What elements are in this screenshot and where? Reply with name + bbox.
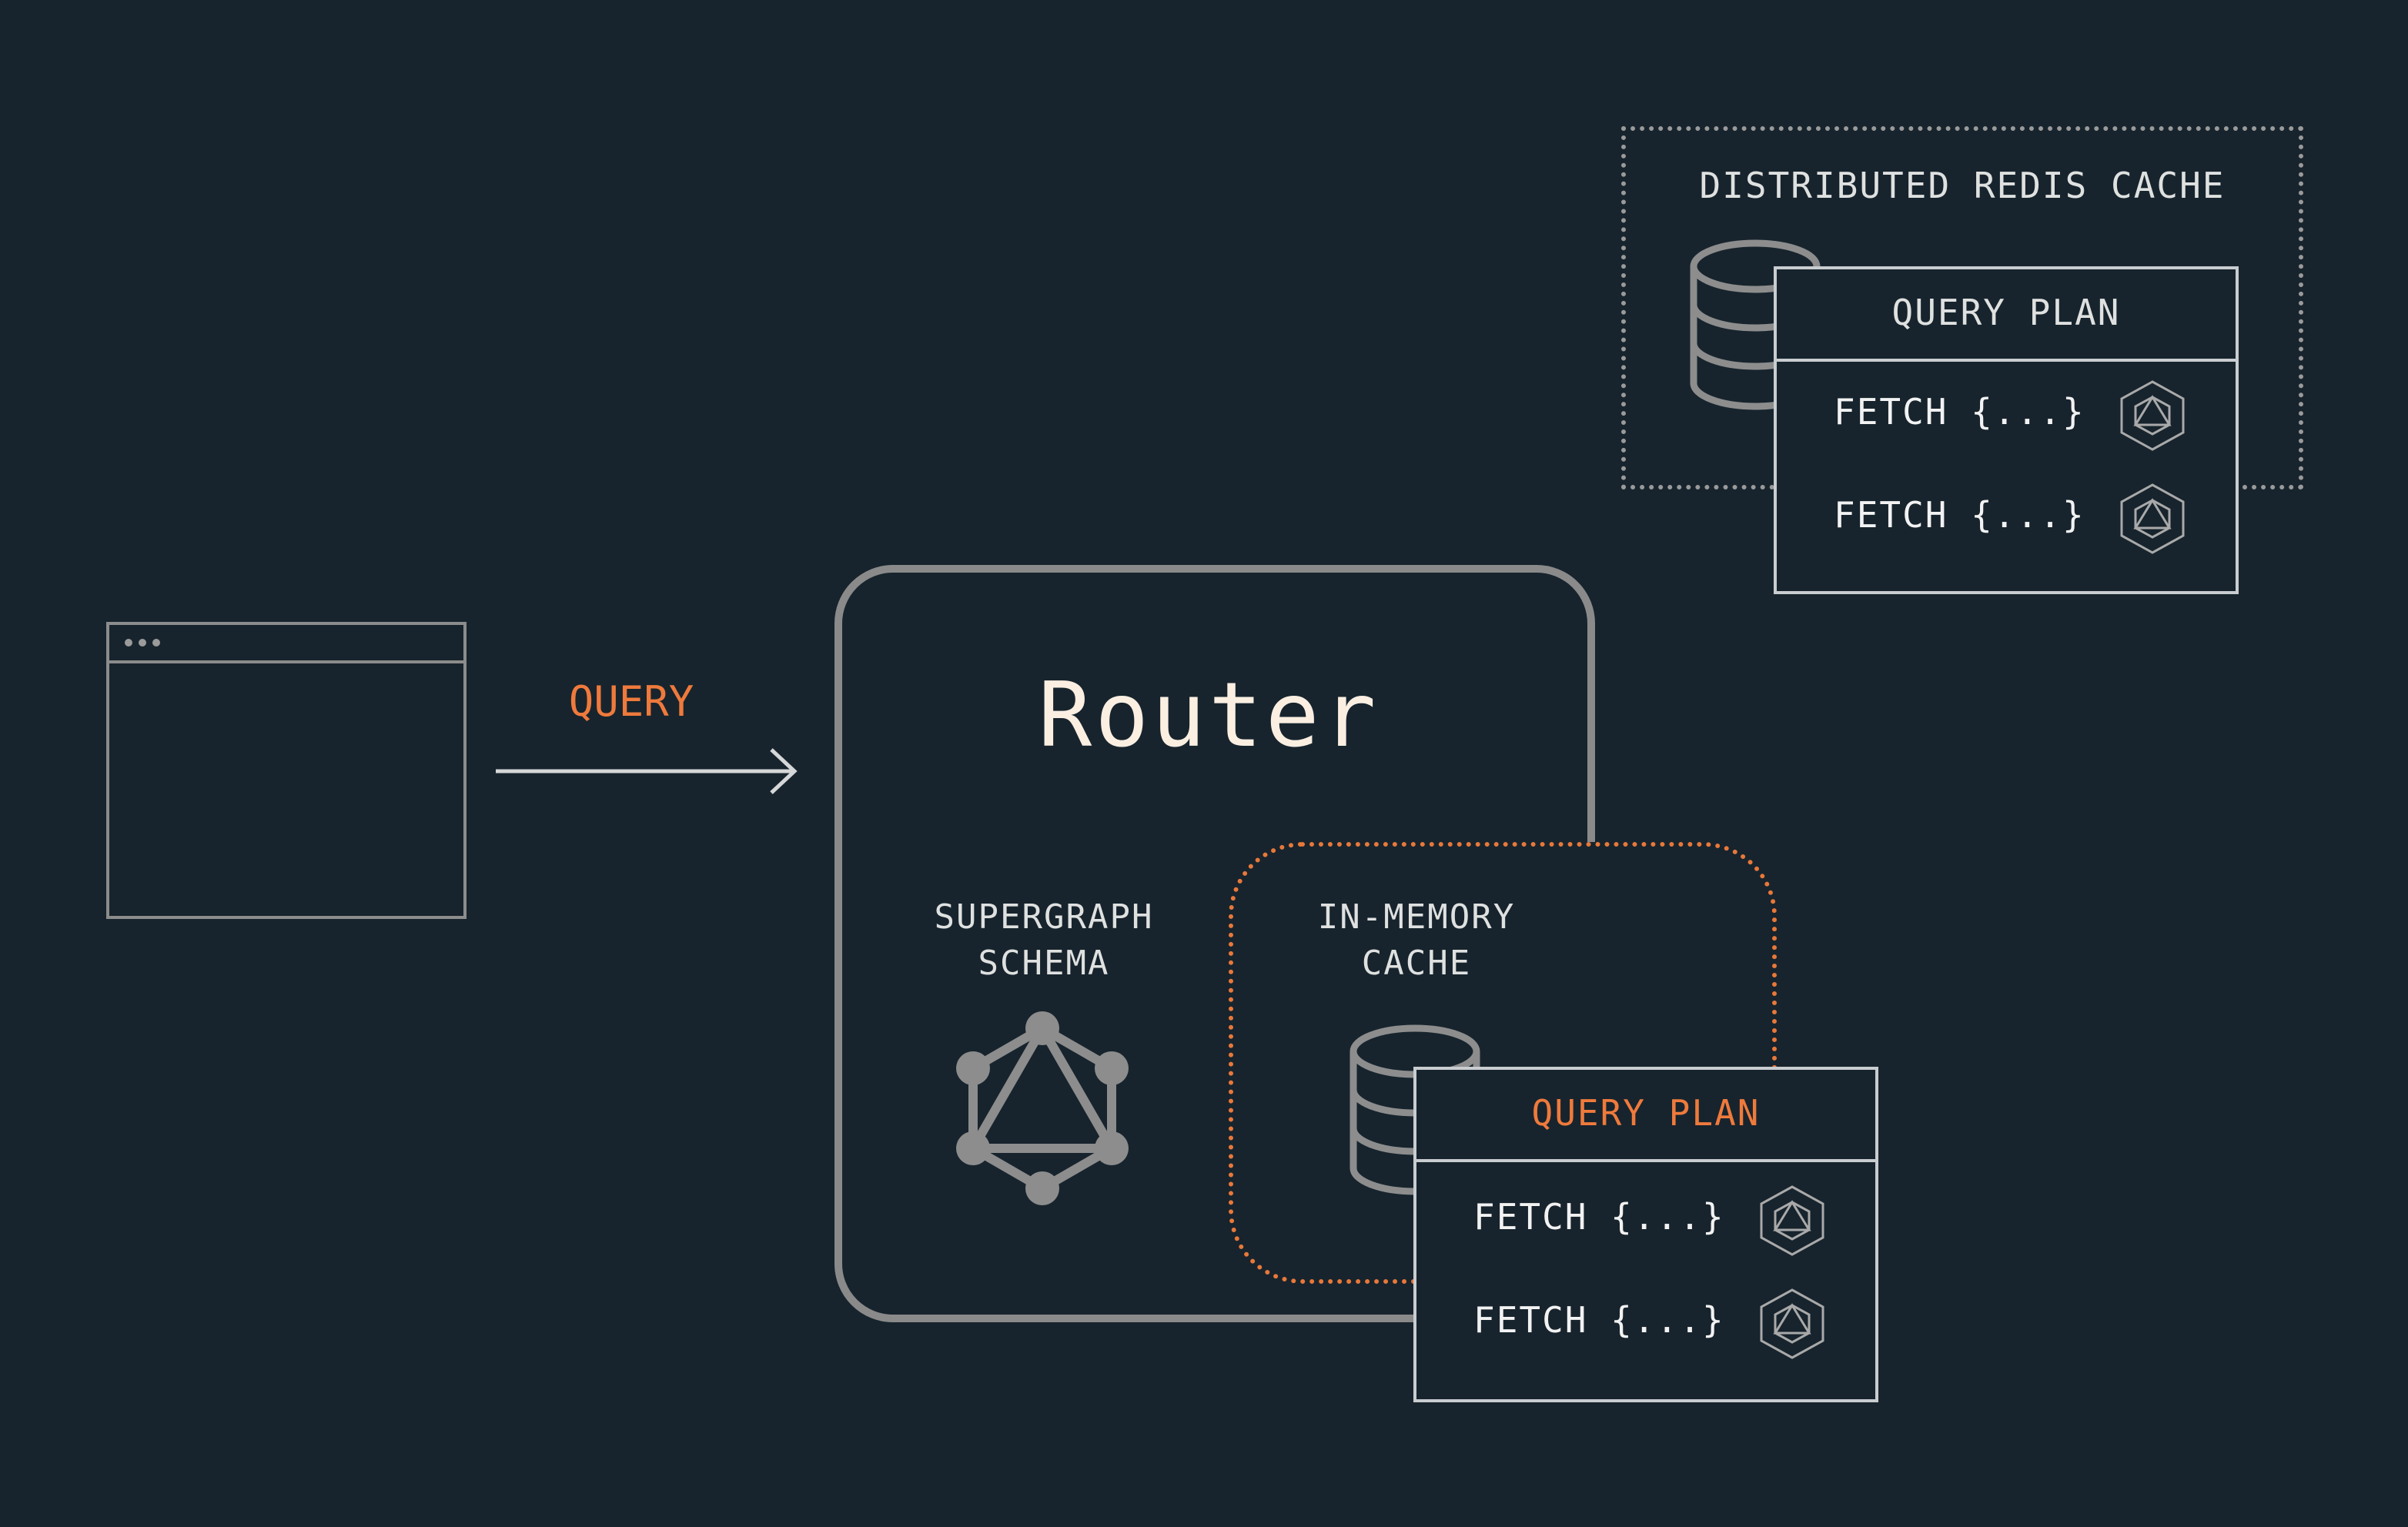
client-browser-window: [106, 622, 467, 919]
fetch-label: FETCH {...}: [1473, 1299, 1725, 1341]
in-memory-cache-label: IN-MEMORY CACHE: [1263, 894, 1570, 987]
fetch-row: FETCH {...}: [1777, 360, 2236, 463]
graphql-schema-icon: [956, 1011, 1129, 1205]
redis-cache-label: DISTRIBUTED REDIS CACHE: [1699, 165, 2226, 206]
in-memory-query-plan: QUERY PLAN FETCH {...} FETCH {...}: [1413, 1067, 1878, 1402]
query-plan-title: QUERY PLAN: [1416, 1070, 1875, 1162]
window-dot-icon: [125, 639, 132, 647]
window-dot-icon: [152, 639, 160, 647]
query-label: QUERY: [568, 677, 694, 726]
fetch-row: FETCH {...}: [1777, 463, 2236, 566]
supergraph-schema-label: SUPERGRAPH SCHEMA: [890, 894, 1198, 987]
fetch-row: FETCH {...}: [1416, 1268, 1875, 1372]
in-memory-label-line1: IN-MEMORY: [1317, 897, 1516, 937]
router-title: Router: [1038, 663, 1380, 767]
graphql-hexagon-icon: [2120, 380, 2185, 451]
browser-title-bar: [109, 625, 463, 663]
fetch-label: FETCH {...}: [1834, 494, 2085, 536]
fetch-label: FETCH {...}: [1834, 391, 2085, 433]
in-memory-label-line2: CACHE: [1361, 944, 1472, 983]
graphql-hexagon-icon: [1760, 1185, 1824, 1256]
supergraph-label-line1: SUPERGRAPH: [934, 897, 1154, 937]
graphql-hexagon-icon: [1760, 1288, 1824, 1359]
fetch-row: FETCH {...}: [1416, 1165, 1875, 1268]
graphql-hexagon-icon: [2120, 483, 2185, 554]
fetch-label: FETCH {...}: [1473, 1196, 1725, 1238]
query-arrow-icon: [496, 748, 798, 794]
window-dot-icon: [139, 639, 146, 647]
redis-query-plan: QUERY PLAN FETCH {...} FETCH {...}: [1774, 266, 2239, 594]
query-plan-title: QUERY PLAN: [1777, 269, 2236, 362]
supergraph-label-line2: SCHEMA: [978, 944, 1110, 983]
